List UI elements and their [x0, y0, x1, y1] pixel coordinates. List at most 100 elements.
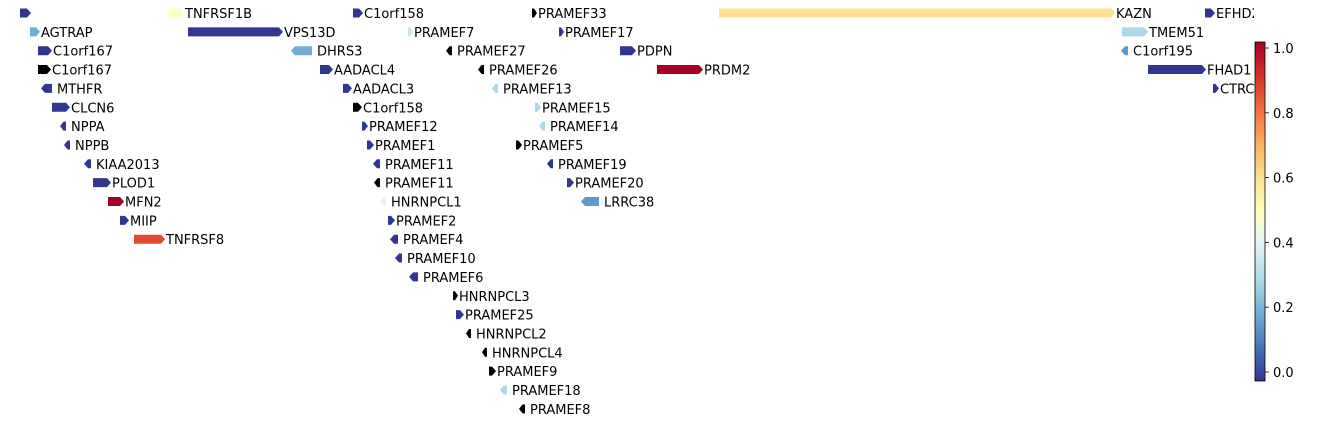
gene-label: PRAMEF25 — [465, 309, 534, 324]
gene: TNFRSF1B — [168, 7, 252, 22]
gene-arrow — [134, 234, 165, 244]
gene-arrow — [519, 404, 525, 414]
gene: DHRS3 — [291, 45, 362, 60]
gene: PRAMEF2 — [388, 214, 456, 229]
gene: PRAMEF9 — [489, 365, 557, 380]
gene-arrow — [539, 121, 545, 131]
gene-label: MFN2 — [125, 196, 162, 211]
gene: HNRNPCL4 — [482, 346, 563, 361]
gene-label: DHRS3 — [317, 45, 362, 60]
colorbar-tick-label: 0.2 — [1273, 301, 1294, 316]
gene-arrow — [581, 197, 599, 206]
gene: PRAMEF11 — [373, 158, 454, 173]
gene-arrow — [453, 291, 458, 301]
gene-arrow — [30, 27, 40, 37]
gene-arrow — [52, 102, 70, 112]
gene-arrow — [362, 121, 368, 131]
gene-label: HNRNPCL4 — [492, 346, 563, 361]
gene-arrow — [567, 178, 574, 188]
gene-label: TNFRSF1B — [184, 7, 252, 22]
gene-label: PRAMEF20 — [575, 177, 644, 192]
gene: MTHFR — [41, 82, 102, 97]
gene-arrow — [93, 178, 111, 188]
gene-label: PRAMEF6 — [423, 271, 483, 286]
gene-arrow — [719, 8, 1115, 18]
gene-label: MTHFR — [57, 82, 102, 97]
gene: VPS13D — [188, 26, 336, 41]
gene-arrow — [373, 159, 380, 169]
gene-arrow — [1213, 83, 1219, 93]
gene-label: PRAMEF14 — [550, 120, 619, 135]
gene-label: CTRC — [1220, 82, 1254, 97]
gene-label: PRAMEF12 — [369, 120, 438, 135]
gene-label: TNFRSF8 — [165, 233, 224, 248]
gene: PRAMEF15 — [535, 101, 611, 116]
gene: PRAMEF17 — [559, 26, 634, 41]
gene-label: TMEM51 — [1148, 26, 1204, 41]
gene-label: PDPN — [637, 45, 672, 60]
gene-arrow — [1205, 8, 1215, 18]
gene: HNRNPCL1 — [380, 196, 462, 211]
gene-label: CLCN6 — [71, 101, 114, 116]
gene: PRAMEF5 — [516, 139, 583, 154]
gene: PRAMEF8 — [519, 403, 590, 418]
gene: C1orf167 — [38, 45, 113, 60]
gene: PRAMEF25 — [456, 309, 534, 324]
gene: C1orf158 — [353, 7, 424, 22]
gene-arrow — [41, 83, 52, 93]
gene-label: HNRNPCL2 — [476, 327, 547, 342]
gene-label: PRAMEF17 — [565, 26, 634, 41]
gene: PRAMEF19 — [547, 158, 627, 173]
gene-arrow — [343, 83, 352, 93]
colorbar-tick-label: 0.4 — [1273, 236, 1294, 251]
gene-arrow — [320, 65, 333, 75]
gene: PRAMEF13 — [492, 82, 572, 97]
gene-arrow — [409, 272, 418, 282]
gene-label: FHAD1 — [1207, 64, 1251, 79]
gene-label: PRAMEF7 — [414, 26, 474, 41]
gene-label: HNRNPCL3 — [459, 290, 530, 305]
gene: PLOD1 — [93, 177, 155, 192]
gene-label: PRAMEF2 — [396, 214, 456, 229]
gene-arrow — [380, 197, 386, 206]
gene-label: VPS13D — [284, 26, 336, 41]
gene-label: PRAMEF15 — [542, 101, 611, 116]
gene-arrow — [547, 159, 553, 169]
gene: PRAMEF18 — [500, 384, 581, 399]
gene: PRAMEF20 — [567, 177, 644, 192]
gene-label: PRDM2 — [704, 64, 750, 79]
gene-arrow — [388, 215, 395, 225]
gene-arrow — [84, 159, 91, 169]
gene: PRAMEF27 — [446, 45, 526, 60]
gene: PRAMEF1 — [367, 139, 435, 154]
colorbar-tick-label: 0.0 — [1273, 366, 1294, 381]
gene: KAZN — [719, 7, 1152, 22]
gene-label: PRAMEF18 — [512, 384, 581, 399]
gene: CTRC — [1213, 82, 1254, 97]
gene: PRAMEF7 — [408, 26, 474, 41]
gene-arrow — [188, 27, 283, 37]
gene-label: C1orf167 — [52, 64, 112, 79]
gene-label: MIIP — [130, 214, 157, 229]
gene: MFN2 — [108, 196, 162, 211]
gene-arrow — [466, 328, 471, 338]
gene-arrow — [374, 178, 380, 188]
gene-arrow — [20, 8, 31, 18]
gene-arrow — [291, 46, 312, 56]
gene-arrow — [353, 102, 362, 112]
gene: PRDM2 — [657, 64, 750, 79]
gene-label: PRAMEF26 — [489, 64, 558, 79]
gene: KIAA2013 — [84, 158, 160, 173]
gene-label: PRAMEF1 — [375, 139, 435, 154]
gene-label: PRAMEF4 — [403, 233, 463, 248]
gene-arrow — [38, 46, 52, 56]
gene-arrow — [395, 253, 402, 263]
gene-label: PRAMEF8 — [530, 403, 590, 418]
colorbar-gradient — [1254, 41, 1266, 382]
gene: TMEM51 — [1122, 26, 1204, 41]
gene-arrow — [446, 46, 452, 56]
gene-label: PLOD1 — [112, 177, 155, 192]
gene: NPPA — [60, 120, 105, 135]
gene: AGTRAP — [30, 26, 93, 41]
